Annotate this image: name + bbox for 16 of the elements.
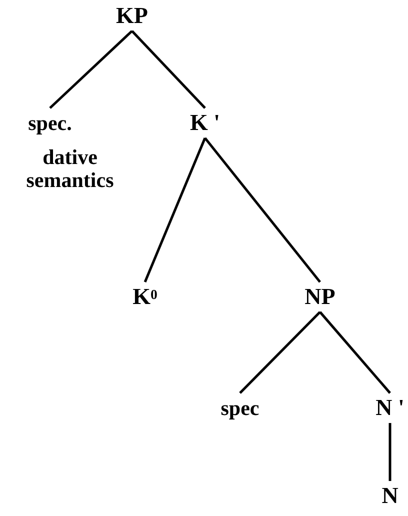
tree-branch [49,30,133,109]
tree-node-label: N [382,484,398,508]
tree-branch [319,311,391,394]
tree-branch [144,138,206,282]
tree-node-label: spec. [28,111,72,135]
tree-node-label: spec [220,396,260,420]
tree-node-label: KP [116,4,148,28]
annotation-text: dative semantics [25,146,115,192]
tree-branch [388,423,392,481]
tree-node-label: NP [304,285,336,309]
tree-node-label: N ' [376,396,404,420]
tree-node-label: K ' [190,111,220,135]
tree-node-label: K$^{0}$ [132,285,158,309]
tree-branch [131,30,206,109]
tree-branch [239,311,321,394]
tree-branch [204,137,321,283]
